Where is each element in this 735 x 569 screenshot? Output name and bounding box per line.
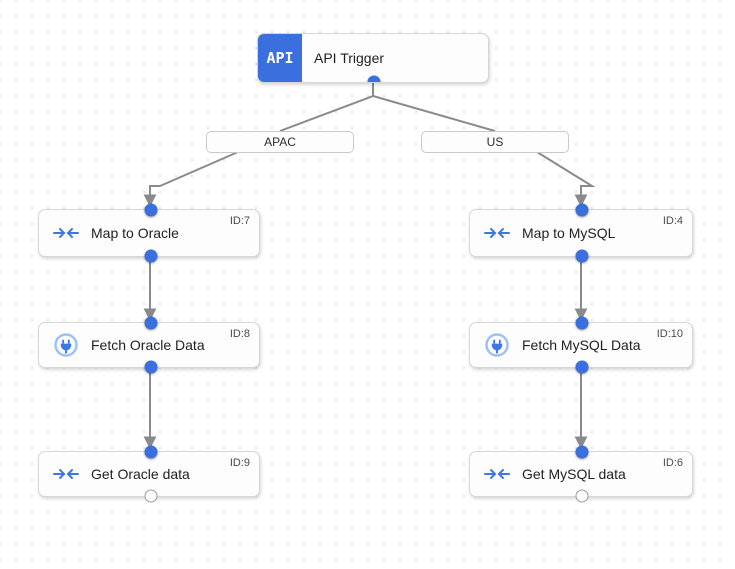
output-port[interactable] [144, 489, 158, 503]
output-port[interactable] [575, 489, 589, 503]
output-port[interactable] [367, 75, 381, 82]
node-get-mysql-data[interactable]: Get MySQL data ID:6 [469, 445, 693, 503]
edge-trigger-to-us [372, 83, 496, 132]
map-arrows-icon [49, 466, 83, 482]
node-title: Fetch Oracle Data [91, 337, 205, 353]
node-title: Fetch MySQL Data [522, 337, 641, 353]
node-id-badge: ID:6 [662, 457, 683, 469]
node-id-badge: ID:10 [656, 328, 683, 340]
output-port[interactable] [575, 360, 589, 374]
input-port[interactable] [575, 445, 589, 459]
node-fetch-oracle-data[interactable]: Fetch Oracle Data ID:8 [38, 316, 260, 374]
edge-apac-to-map-oracle [143, 151, 239, 208]
node-title: Map to MySQL [522, 225, 616, 241]
node-api-trigger[interactable]: API API Trigger [257, 33, 489, 83]
edge-trigger-to-apac [279, 83, 374, 132]
input-port[interactable] [575, 203, 589, 217]
input-port[interactable] [144, 445, 158, 459]
node-title: Get MySQL data [522, 466, 626, 482]
node-map-to-mysql[interactable]: Map to MySQL ID:4 [469, 203, 693, 263]
node-id-badge: ID:9 [229, 457, 250, 469]
node-map-to-oracle[interactable]: Map to Oracle ID:7 [38, 203, 260, 263]
edge-label-apac[interactable]: APAC [206, 131, 354, 153]
node-id-badge: ID:7 [229, 215, 250, 227]
node-id-badge: ID:4 [662, 215, 683, 227]
output-port[interactable] [575, 249, 589, 263]
node-get-oracle-data[interactable]: Get Oracle data ID:9 [38, 445, 260, 503]
edge-label-us[interactable]: US [421, 131, 569, 153]
input-port[interactable] [144, 316, 158, 330]
node-title: Get Oracle data [91, 466, 190, 482]
node-title: Map to Oracle [91, 225, 179, 241]
input-port[interactable] [575, 316, 589, 330]
node-id-badge: ID:8 [229, 328, 250, 340]
node-fetch-mysql-data[interactable]: Fetch MySQL Data ID:10 [469, 316, 693, 374]
edge-us-to-map-mysql [536, 151, 596, 208]
output-port[interactable] [144, 249, 158, 263]
api-icon: API [258, 34, 302, 82]
output-port[interactable] [144, 360, 158, 374]
map-arrows-icon [49, 225, 83, 241]
connector-icon [480, 333, 514, 357]
input-port[interactable] [144, 203, 158, 217]
map-arrows-icon [480, 225, 514, 241]
map-arrows-icon [480, 466, 514, 482]
node-title: API Trigger [314, 50, 385, 66]
connector-icon [49, 333, 83, 357]
